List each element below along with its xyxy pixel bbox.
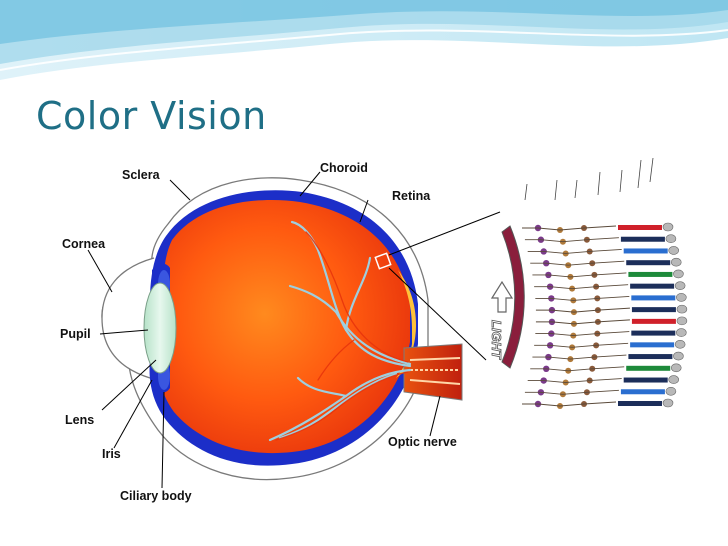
inset-pigment-cell [673, 351, 684, 361]
inset-fibre [535, 319, 630, 325]
inset-photoreceptor [626, 260, 671, 266]
inset-photoreceptor [618, 401, 662, 406]
inset-photoreceptor [620, 389, 665, 395]
inset-pigment-cell [674, 281, 686, 290]
inset-fibre [532, 272, 627, 278]
inset-pigment-cell [670, 363, 682, 373]
inset-fibre [530, 366, 625, 372]
inset-photoreceptor [631, 307, 676, 313]
inset-photoreceptor [618, 225, 662, 230]
inset-fibre [527, 378, 622, 383]
inset-photoreceptor [623, 377, 668, 383]
label-sclera: Sclera [122, 168, 161, 182]
inset-photoreceptor [631, 330, 676, 336]
label-retina: Retina [392, 189, 431, 203]
inset-pigment-cell [673, 269, 684, 279]
inset-photoreceptor [630, 342, 675, 348]
inset-pigment-cell [676, 304, 688, 314]
label-pupil: Pupil [60, 327, 91, 341]
inset-pigment-cell [665, 386, 677, 396]
header-wave-banner [0, 0, 728, 90]
label-lens: Lens [65, 413, 94, 427]
label-iris: Iris [102, 447, 121, 461]
inset-photoreceptor [631, 318, 676, 324]
label-leaders [87, 171, 441, 489]
label-cornea: Cornea [62, 237, 106, 251]
label-ciliary-body: Ciliary body [120, 489, 192, 503]
inset-pigment-cell [674, 340, 686, 349]
inset-pigment-cell [662, 398, 674, 408]
inset-photoreceptor [628, 354, 673, 360]
zoom-line-top [388, 211, 501, 256]
inset-fibre [532, 354, 627, 360]
inset-photoreceptor [623, 248, 668, 254]
inset-fibre [534, 284, 629, 290]
retina-zoom-box [374, 252, 392, 270]
inset-pigment-cell [668, 375, 679, 384]
label-choroid: Choroid [320, 161, 368, 175]
optic-nerve [403, 343, 463, 401]
inset-photoreceptor [631, 295, 676, 301]
inset-pigment-cell [676, 328, 687, 337]
retinal-vessels-red [275, 231, 409, 441]
lens-shape [143, 282, 177, 374]
inset-pigment-cell [676, 293, 687, 302]
inset-photoreceptor [620, 236, 665, 242]
inset-fibre [530, 260, 625, 266]
inset-pigment-cell [662, 222, 674, 232]
inset-fibre [524, 389, 619, 395]
inset-pigment-cell [665, 234, 677, 244]
inset-fibre [534, 342, 629, 348]
inset-fibre [527, 249, 622, 254]
inset-pigment-cell [670, 257, 682, 267]
inset-photoreceptor [630, 283, 675, 289]
inset-pigment-cell [676, 316, 688, 326]
inset-photoreceptor [628, 271, 673, 277]
inset-column-labels [524, 157, 654, 201]
retina-cell-inset: LIGHT [489, 157, 688, 409]
inset-photoreceptor [626, 365, 671, 371]
eyeball-interior [159, 199, 410, 454]
inset-fibre [535, 307, 630, 313]
label-optic-nerve: Optic nerve [388, 435, 457, 449]
inset-fibre [524, 237, 619, 243]
inset-pigment-cell [668, 246, 679, 255]
inset-fibre [522, 225, 617, 231]
inset-fibre [535, 331, 630, 337]
inset-fibre [522, 401, 617, 407]
zoom-line-bottom [388, 267, 487, 361]
inset-fibre [535, 295, 630, 301]
light-label: LIGHT [489, 320, 504, 360]
slide-title: Color Vision [36, 94, 267, 138]
light-arrow: LIGHT [489, 280, 514, 360]
retinal-cell-layers [522, 222, 688, 409]
